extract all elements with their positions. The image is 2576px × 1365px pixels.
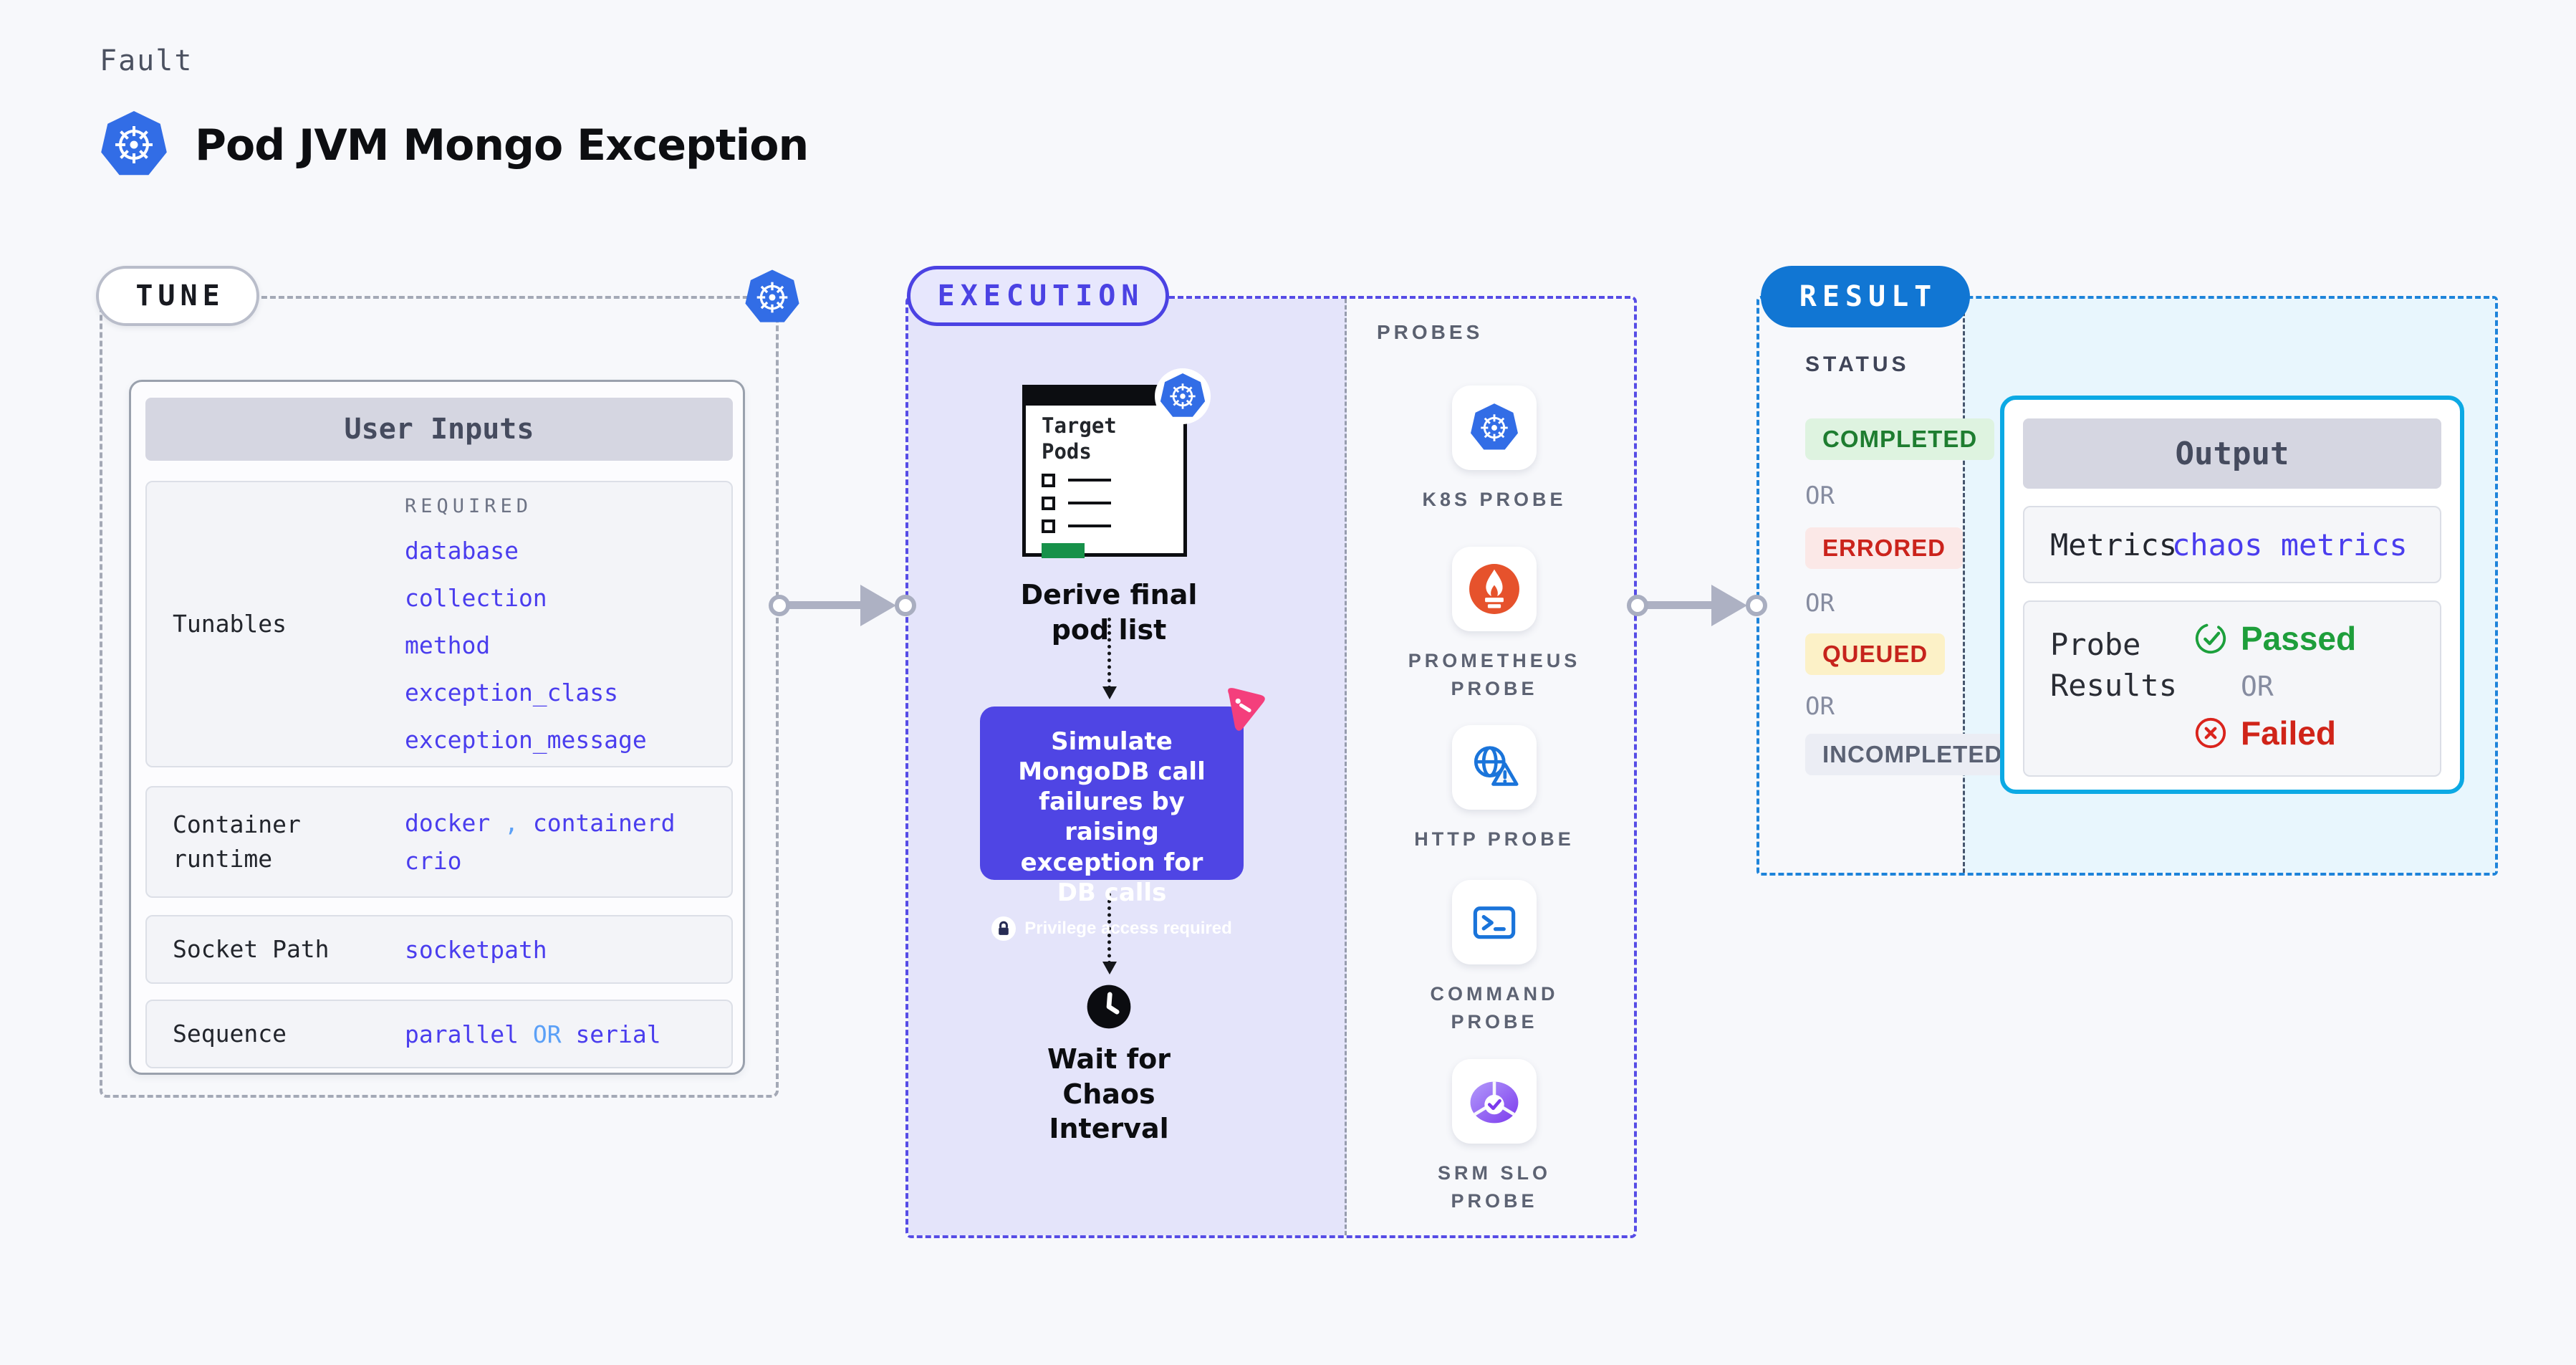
container-runtime-row: Container runtime docker , containerd cr… [145,786,733,898]
check-circle-icon [2193,621,2228,656]
clock-icon [1085,983,1133,1030]
probes-to-result-arrow [1627,583,1767,628]
simulate-mongodb-box: Simulate MongoDB call failures by raisin… [980,688,1265,941]
probe-label: PROMETHEUS PROBE [1408,650,1581,700]
status-label: STATUS [1805,353,1910,376]
tune-to-execution-arrow [769,583,916,628]
wait-chaos-caption: Wait for Chaos Interval [1047,1043,1171,1145]
flow-arrow-down [1107,893,1111,964]
pod-checklist-item [1042,496,1183,510]
flow-arrowhead [1102,686,1117,699]
chaos-icon [1216,684,1268,732]
probe-label: SRM SLO PROBE [1437,1162,1551,1212]
probe-results-label: Probe Results [2050,627,2178,703]
tunable-link[interactable]: exception_message [405,725,647,754]
tune-badge: TUNE [96,266,259,326]
derive-pod-list-caption: Derive final pod list [1020,579,1198,646]
sequence-label: Sequence [173,1020,287,1048]
probes-title: PROBES [1377,321,1484,343]
metrics-label: Metrics [2050,527,2178,562]
or-separator: OR [1805,589,1835,618]
socket-path-row: Socket Path socketpath [145,915,733,984]
socket-path-link[interactable]: socketpath [405,935,547,964]
status-badge-errored: ERRORED [1805,527,1964,569]
user-inputs-header: User Inputs [145,398,733,461]
probe-item-http[interactable]: HTTP PROBE [1401,725,1587,853]
tunable-link[interactable]: database [405,536,519,565]
kubernetes-icon [1155,368,1211,424]
lock-icon [991,916,1017,941]
connector-dot [769,595,790,616]
probe-item-command[interactable]: COMMAND PROBE [1401,880,1587,1036]
probe-item-srm-slo[interactable]: SRM SLO PROBE [1401,1059,1587,1215]
sequence-link[interactable]: parallel [405,1020,519,1048]
fault-eyebrow: Fault [100,44,193,77]
x-circle-icon [2193,716,2228,750]
user-inputs-card: User Inputs Tunables REQUIRED database c… [129,380,745,1075]
flow-arrow-down [1107,618,1111,689]
required-label: REQUIRED [405,494,533,517]
kubernetes-icon [1469,402,1520,454]
sequence-or: OR [518,1020,576,1048]
tunable-link[interactable]: exception_class [405,678,619,707]
tune-section-frame [100,296,779,1098]
runtime-link[interactable]: crio [405,847,462,875]
kubernetes-icon [98,109,170,181]
output-header: Output [2023,418,2441,489]
tunables-label: Tunables [173,610,287,638]
tunable-link[interactable]: collection [405,583,547,612]
connector-dot [895,595,916,616]
or-separator: OR [1805,482,1835,510]
status-badge-incompleted: INCOMPLETED [1805,734,2020,775]
probe-item-prometheus[interactable]: PROMETHEUS PROBE [1401,547,1587,703]
metrics-value-link[interactable]: chaos metrics [2172,527,2408,562]
probe-label: HTTP PROBE [1414,828,1575,850]
probe-item-k8s[interactable]: K8S PROBE [1401,385,1587,514]
connector-dot [1627,595,1648,616]
sequence-link[interactable]: serial [575,1020,661,1048]
status-badge-completed: COMPLETED [1805,418,1995,460]
probe-results-row: Probe Results Passed OR Failed [2023,600,2441,777]
flow-arrowhead [1102,962,1117,974]
target-pods-illustration: Target Pods [1022,368,1211,558]
runtime-link[interactable]: containerd [532,809,676,837]
result-badge: RESULT [1761,266,1970,327]
output-card: Output Metrics chaos metrics Probe Resul… [2000,396,2464,794]
progress-bar [1042,542,1085,558]
target-pods-title: Target Pods [1042,413,1117,464]
failed-label: Failed [2241,714,2336,752]
privilege-note: Privilege access required [1024,918,1232,938]
socket-path-label: Socket Path [173,935,330,964]
simulate-text: Simulate MongoDB call failures by raisin… [1018,727,1206,907]
status-badge-queued: QUEUED [1805,633,1946,675]
or-separator: OR [2241,671,2274,702]
terminal-icon [1468,896,1521,949]
page-title: Pod JVM Mongo Exception [195,120,809,171]
pod-checklist-item [1042,519,1183,533]
metrics-row: Metrics chaos metrics [2023,506,2441,583]
tunable-link[interactable]: method [405,631,491,659]
container-runtime-label: Container runtime [173,810,301,873]
probe-label: COMMAND PROBE [1430,983,1559,1033]
tunables-row: Tunables REQUIRED database collection me… [145,481,733,767]
pod-checklist-item [1042,473,1183,487]
slo-pie-check-icon [1467,1074,1522,1129]
kubernetes-icon [743,268,802,327]
sequence-row: Sequence parallel OR serial [145,1000,733,1068]
probe-label: K8S PROBE [1422,489,1567,510]
connector-dot [1746,595,1767,616]
runtime-link[interactable]: docker [405,809,491,837]
runtime-comma: , [490,809,533,837]
execution-badge: EXECUTION [907,266,1169,326]
passed-label: Passed [2241,620,2357,657]
prometheus-icon [1467,562,1522,616]
or-separator: OR [1805,692,1835,721]
http-globe-warning-icon [1466,739,1522,795]
